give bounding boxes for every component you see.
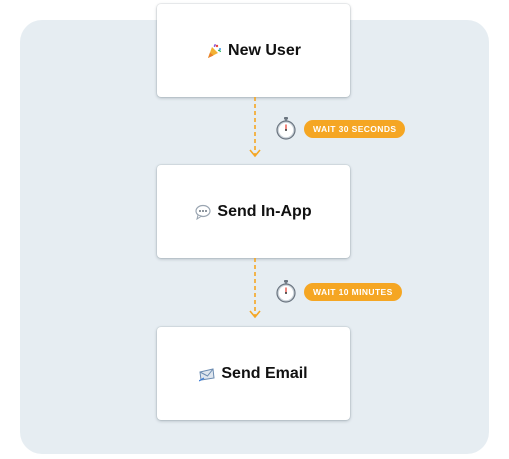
stopwatch-icon [276, 280, 296, 303]
speech-bubble-icon [195, 204, 211, 220]
incoming-envelope-icon [199, 366, 215, 382]
step-send-email[interactable]: Send Email [157, 327, 350, 420]
step-new-user[interactable]: New User [157, 4, 350, 97]
dashed-connector [249, 97, 261, 158]
step-send-in-app[interactable]: Send In-App [157, 165, 350, 258]
delay-badge[interactable]: WAIT 30 SECONDS [304, 120, 406, 138]
delay-badge[interactable]: WAIT 10 MINUTES [304, 283, 402, 301]
step-label: Send Email [221, 364, 308, 382]
step-label: Send In-App [217, 202, 312, 220]
stopwatch-icon [276, 117, 296, 140]
dashed-connector [249, 258, 261, 319]
party-popper-icon [206, 43, 222, 59]
step-label: New User [228, 41, 301, 59]
